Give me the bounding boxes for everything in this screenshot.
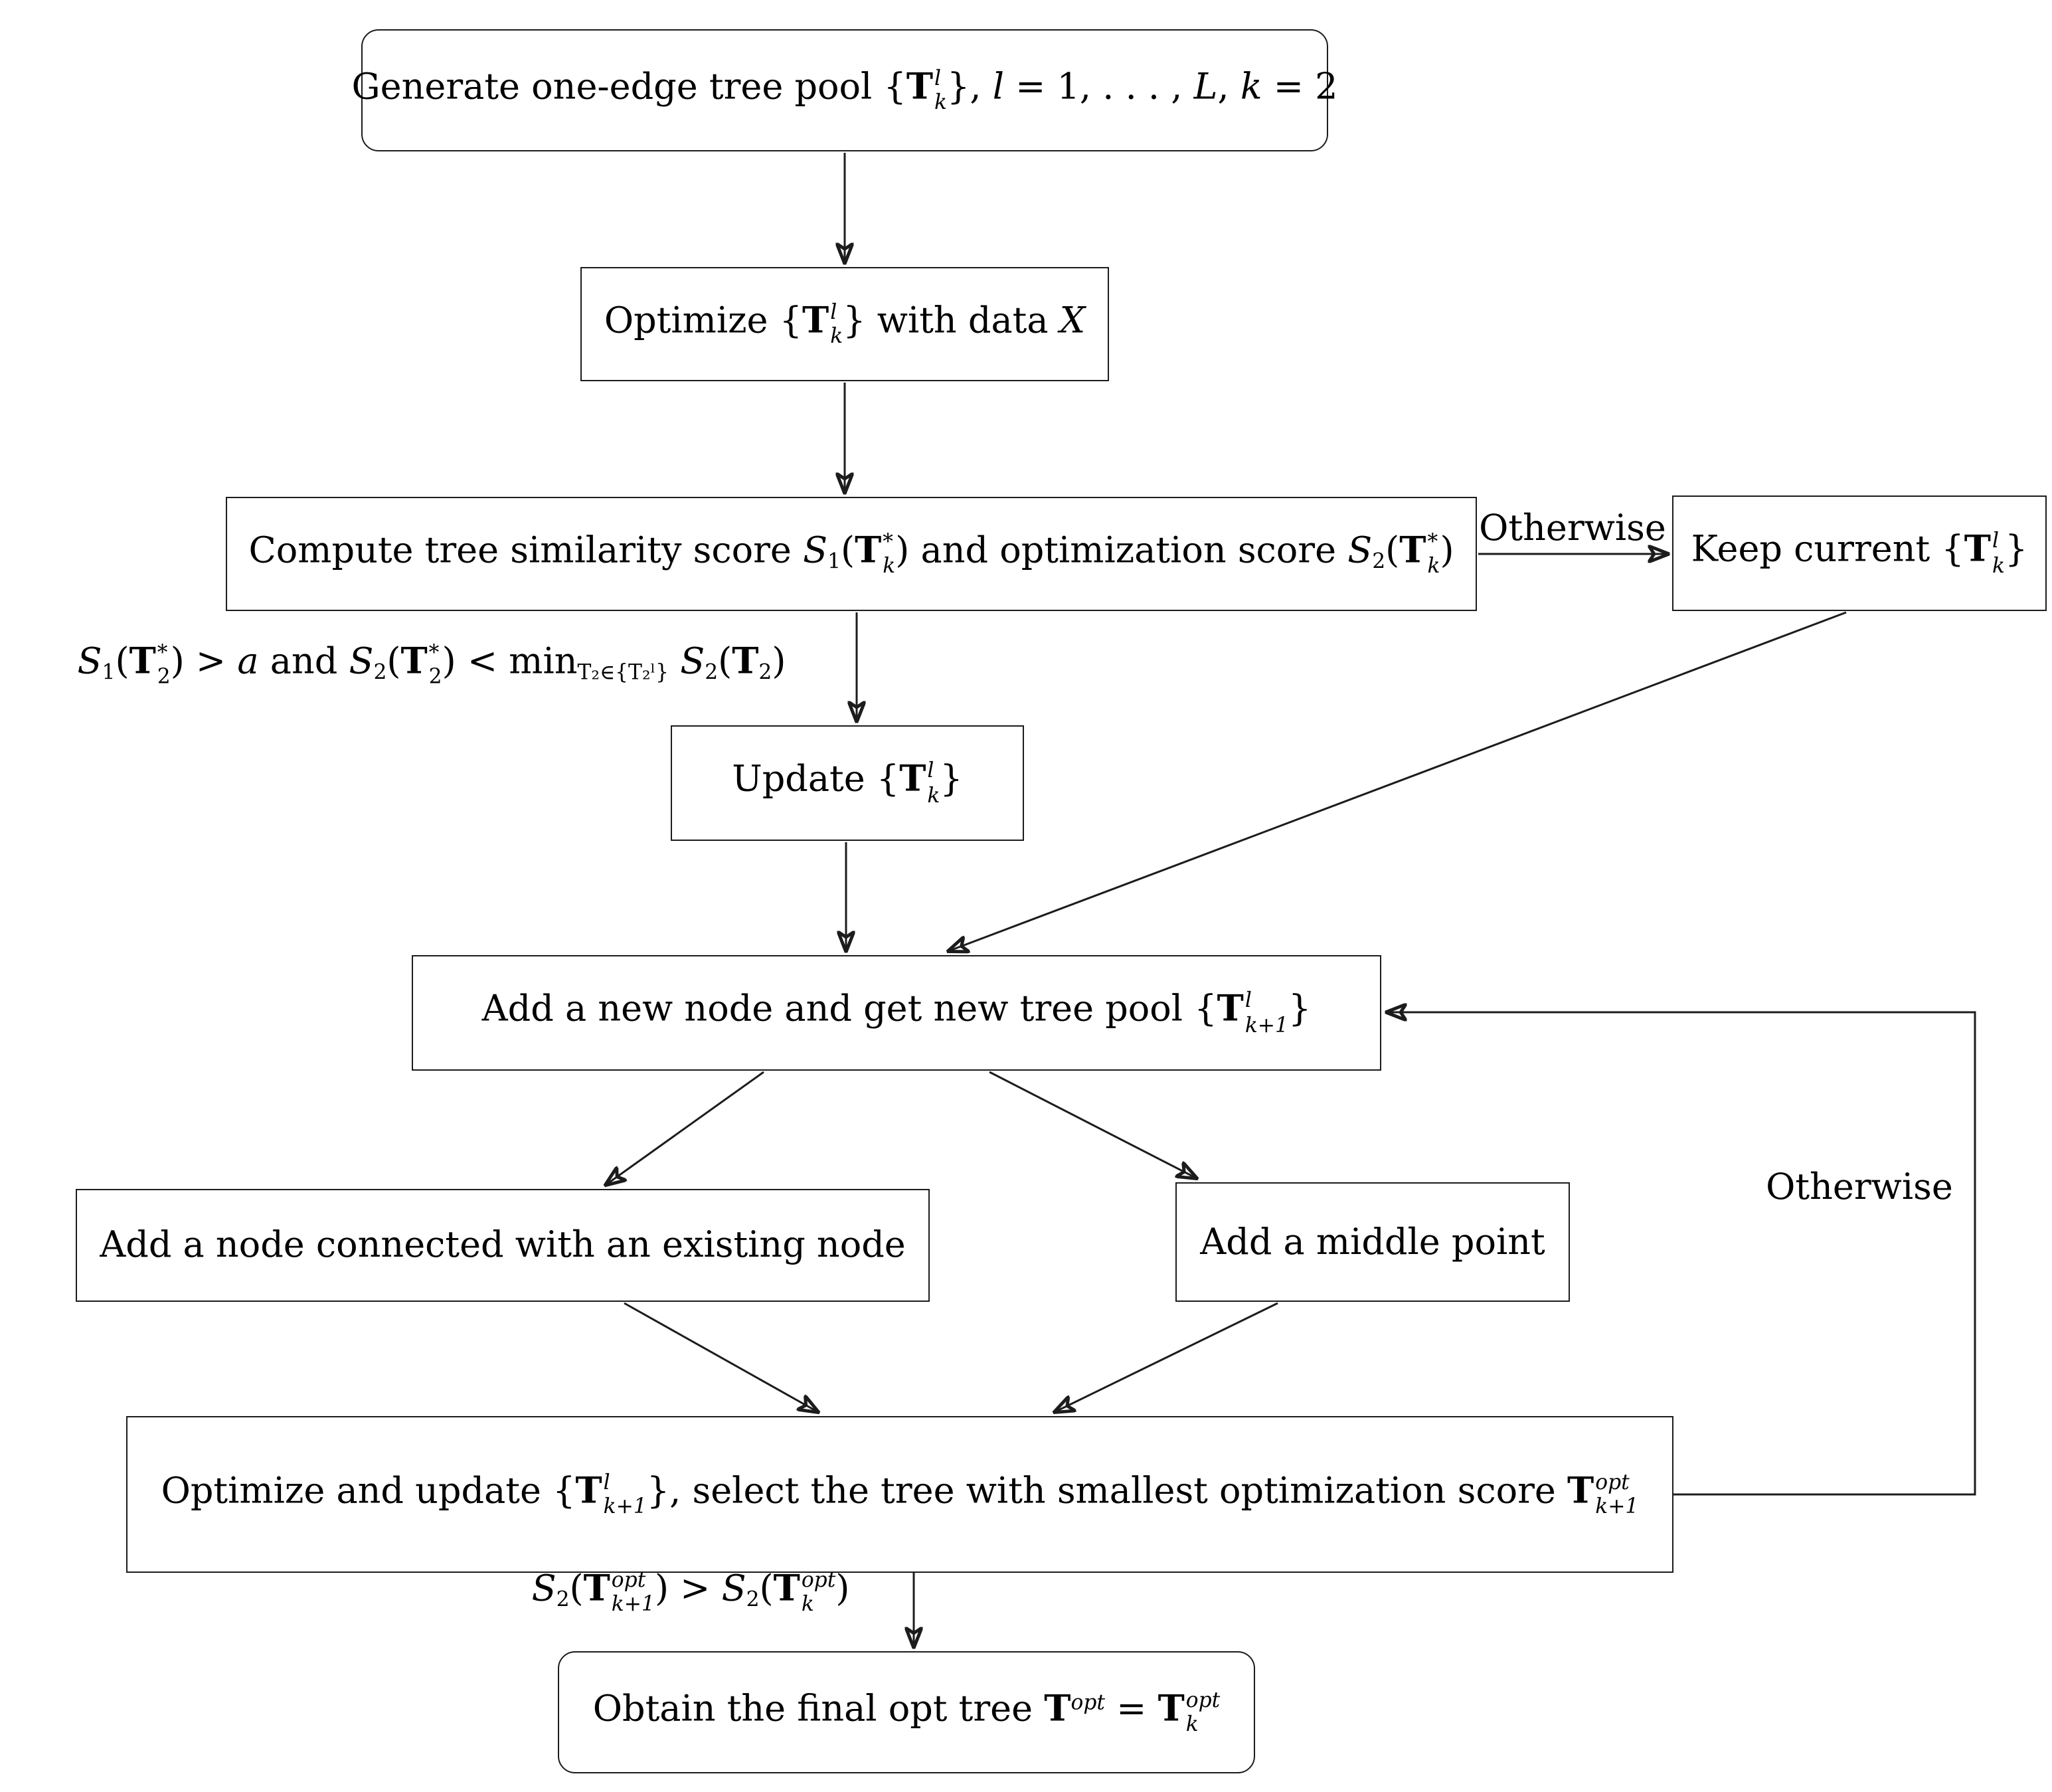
edge-label-condition-update: S1(T*2) > a and S2(T*2) < minT₂∈{T₂ˡ} S2…	[77, 640, 786, 689]
node-compute-scores: Compute tree similarity score S1(T*k) an…	[226, 497, 1477, 611]
arrow-addnode-to-middle	[989, 1071, 1197, 1178]
edge-label-otherwise-loop: Otherwise	[1766, 1167, 1953, 1208]
arrow-addnode-to-existing	[606, 1071, 764, 1185]
arrow-middle-to-optselect	[1055, 1302, 1278, 1412]
node-add-middle-point: Add a middle point	[1175, 1182, 1570, 1302]
edge-label-otherwise-top: Otherwise	[1479, 508, 1666, 549]
arrow-keep-to-addnode	[948, 611, 1847, 951]
node-compute-scores-label: Compute tree similarity score S1(T*k) an…	[248, 528, 1454, 578]
node-add-existing-node-label: Add a node connected with an existing no…	[100, 1225, 906, 1266]
node-add-existing-node: Add a node connected with an existing no…	[76, 1189, 930, 1302]
node-add-middle-point-label: Add a middle point	[1200, 1221, 1545, 1263]
arrow-existing-to-optselect	[624, 1302, 818, 1412]
